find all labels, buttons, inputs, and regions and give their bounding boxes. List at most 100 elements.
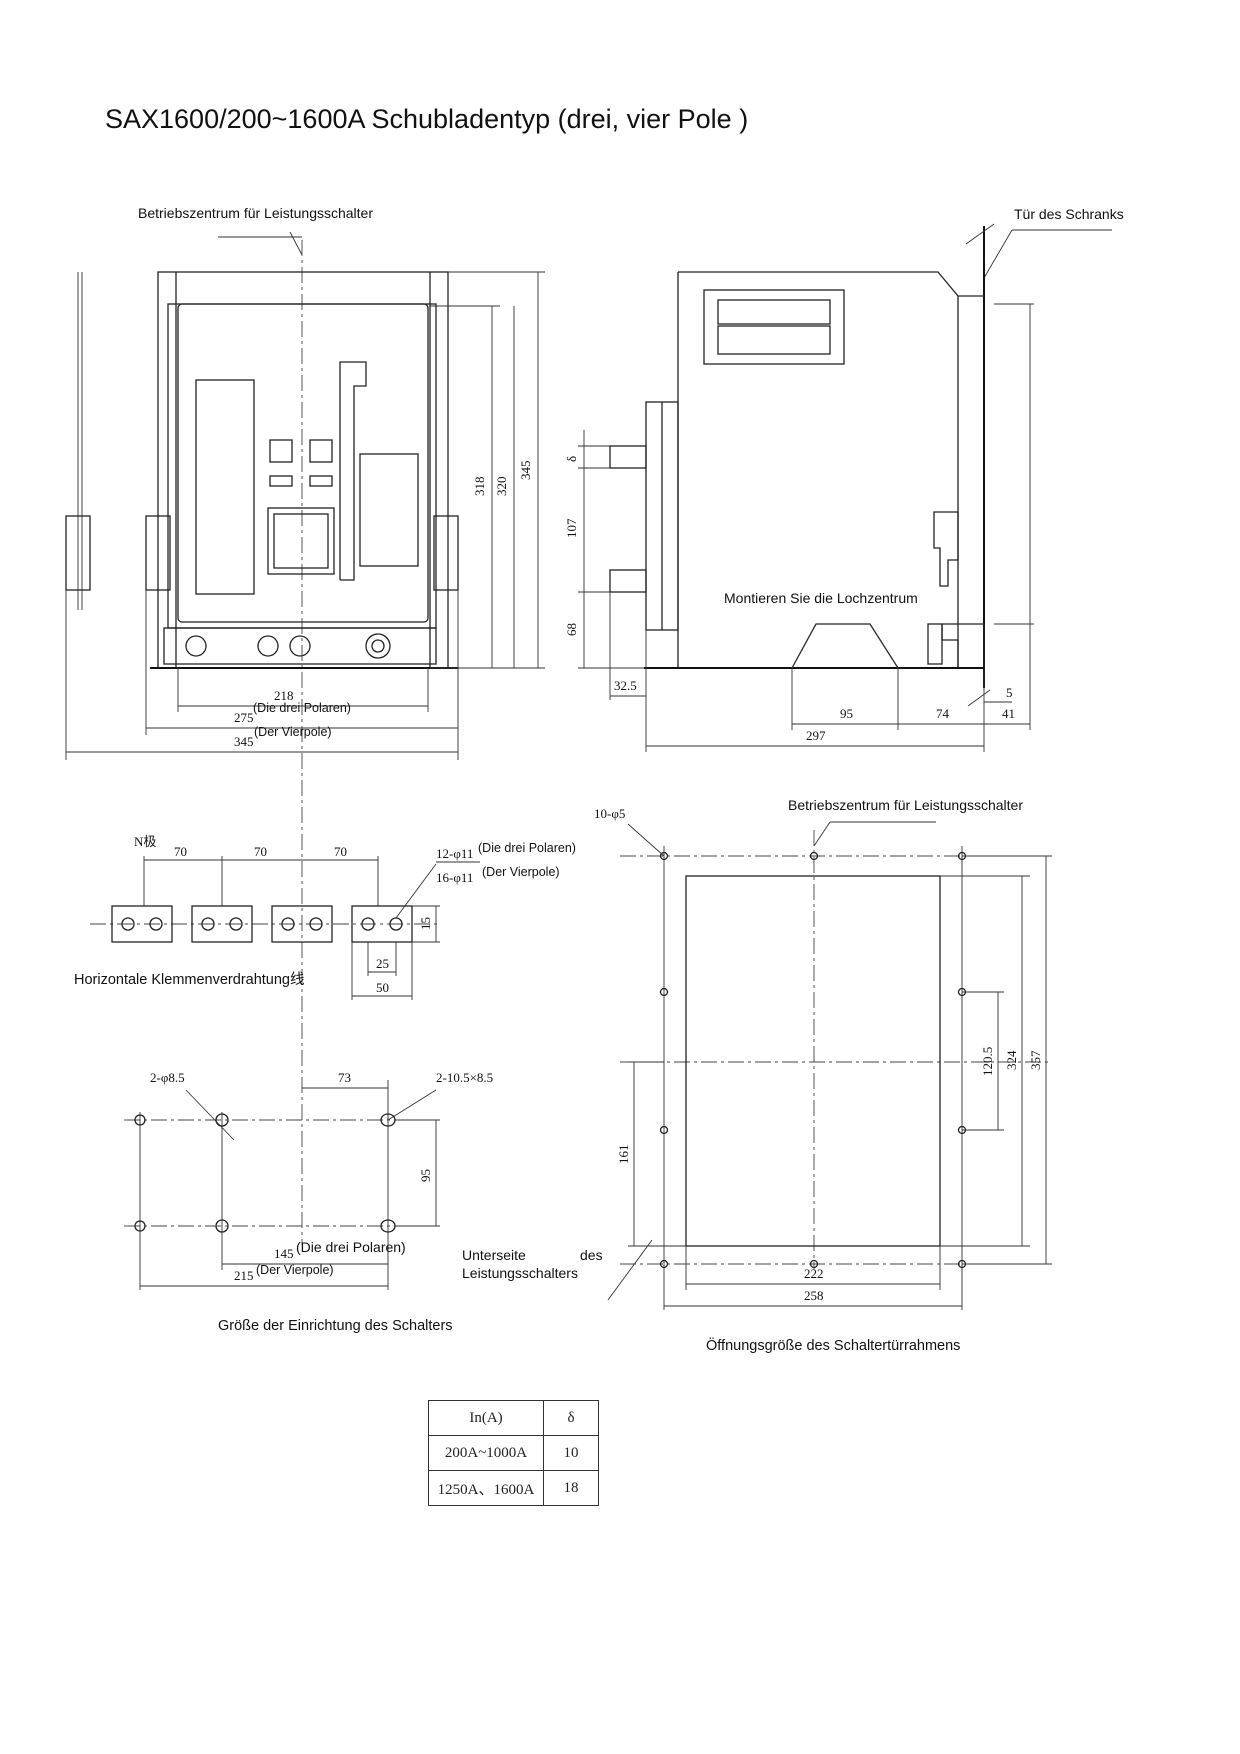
- terminal-hole: [149, 917, 163, 931]
- leader: [395, 863, 437, 919]
- dim-275: 275: [234, 710, 254, 725]
- leader: [387, 1089, 437, 1121]
- dim-218: 218: [274, 688, 294, 703]
- leader: [983, 229, 1013, 279]
- page-title: SAX1600/200~1600A Schubladentyp (drei, v…: [105, 104, 749, 134]
- door-center-label: Betriebszentrum für Leistungsschalter: [788, 797, 1023, 813]
- mount-hole: [215, 1113, 229, 1127]
- body-outline: [157, 271, 449, 669]
- side-handle: [65, 515, 91, 591]
- note-three-poles: (Die drei Polaren): [253, 701, 351, 715]
- hole-spec-b: 2-10.5×8.5: [436, 1070, 493, 1085]
- table-cell: 18: [543, 1470, 599, 1506]
- dim-delta: δ: [564, 456, 579, 462]
- door-cutout: [685, 875, 941, 1247]
- dim-222: 222: [804, 1266, 824, 1281]
- indicator: [269, 475, 293, 487]
- terminal-hole: [229, 917, 243, 931]
- dim-107: 107: [564, 518, 579, 538]
- dim-345: 345: [234, 734, 254, 749]
- button: [269, 439, 293, 463]
- terminal-hole: [309, 917, 323, 931]
- table-row: 1250A、1600A 18: [428, 1470, 599, 1506]
- door-hole: [809, 851, 819, 861]
- leader: [185, 1089, 235, 1141]
- dim-25: 25: [376, 956, 389, 971]
- mounting-view: 2-φ8.5 2-10.5×8.5 73 95 145: [124, 1070, 493, 1334]
- door-break: [965, 223, 995, 245]
- door-hole: [659, 851, 669, 861]
- dim-68: 68: [564, 623, 579, 636]
- side-window-slot: [717, 325, 831, 355]
- terminal-hole: [361, 917, 375, 931]
- dim-297: 297: [806, 728, 826, 743]
- dim-320: 320: [494, 477, 509, 497]
- leader: [869, 623, 899, 669]
- terminal-n: [111, 905, 173, 943]
- door-label: Tür des Schranks: [1014, 206, 1124, 222]
- nameplate: [195, 379, 255, 595]
- note-four-poles: (Der Vierpole): [254, 725, 332, 739]
- mount-caption: Größe der Einrichtung des Schalters: [218, 1318, 453, 1334]
- leader: [607, 1239, 653, 1301]
- side-window-slot: [717, 299, 831, 325]
- door-caption: Öffnungsgröße des Schaltertürrahmens: [706, 1336, 960, 1354]
- mount-hole-bracket: [791, 623, 899, 669]
- terminal-hole: [121, 917, 135, 931]
- rail-bracket: [941, 623, 985, 669]
- base-hole: [185, 635, 207, 657]
- base-hole: [289, 635, 311, 657]
- bottom-label-1: Unterseite: [462, 1247, 526, 1263]
- latch: [933, 511, 959, 587]
- dim-70b: 70: [254, 844, 267, 859]
- rail-block: [927, 623, 943, 665]
- table-cell: 200A~1000A: [428, 1435, 544, 1471]
- dim-32-5: 32.5: [614, 678, 637, 693]
- breaker-face: [177, 303, 429, 623]
- hole-center-label: Montieren Sie die Lochzentrum: [724, 590, 918, 606]
- base-plate: [163, 627, 437, 665]
- dim-73: 73: [338, 1070, 351, 1085]
- dim-215: 215: [234, 1268, 254, 1283]
- dim-145: 145: [274, 1246, 294, 1261]
- door-hole: [659, 1259, 669, 1269]
- dim-70c: 70: [334, 844, 347, 859]
- mount-hole: [134, 1114, 146, 1126]
- bottom-label-2: des: [580, 1247, 603, 1263]
- table-row: 200A~1000A 10: [428, 1435, 599, 1471]
- busbar-top: [609, 445, 647, 469]
- table-cell: 10: [543, 1435, 599, 1471]
- dim-95: 95: [418, 1169, 433, 1182]
- dim-120-5: 120.5: [980, 1047, 995, 1076]
- handle-lever: [339, 361, 367, 581]
- base-hole: [365, 633, 391, 659]
- spec-table: In(A) δ 200A~1000A 10 1250A、1600A 18: [428, 1400, 599, 1506]
- terminal-hole: [281, 917, 295, 931]
- side-body-top: [678, 271, 984, 297]
- dim-345v: 345: [518, 461, 533, 481]
- front-center-label: Betriebszentrum für Leistungsschalter: [138, 205, 373, 221]
- dim-318: 318: [472, 477, 487, 497]
- note-three-poles: (Die drei Polaren): [478, 841, 576, 855]
- left-handle: [145, 515, 171, 591]
- terminal-view: N极 70 70 70 12-φ11 (Die drei Polaren): [74, 834, 576, 1000]
- front-view: Betriebszentrum für Leistungsschalter: [65, 205, 545, 1245]
- indicator: [309, 475, 333, 487]
- door-holes-spec: 10-φ5: [594, 806, 625, 821]
- dim-70a: 70: [174, 844, 187, 859]
- door-hole: [809, 1259, 819, 1269]
- side-window: [703, 289, 845, 365]
- dim-74: 74: [936, 706, 950, 721]
- base-hole: [257, 635, 279, 657]
- dim-15: 15: [418, 917, 433, 930]
- terminal-c: [351, 905, 413, 943]
- dim-357: 357: [1028, 1050, 1043, 1070]
- leader: [791, 623, 817, 669]
- display-window: [267, 507, 335, 575]
- table-header-cell: In(A): [428, 1400, 544, 1436]
- busbar-bottom: [609, 569, 647, 593]
- door-hole: [659, 987, 669, 997]
- dim-324: 324: [1004, 1050, 1019, 1070]
